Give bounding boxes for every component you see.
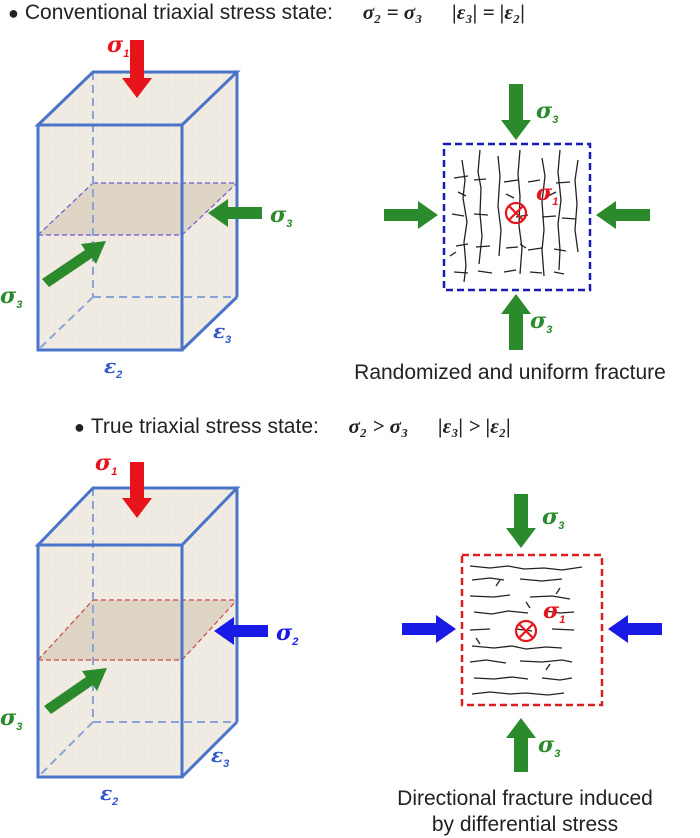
sigma3-label-left-2: σ3 bbox=[0, 705, 22, 733]
sigma3-side-arrow bbox=[208, 199, 262, 227]
bottom-caption-line2: by differential stress bbox=[431, 813, 619, 836]
directional-fractures bbox=[469, 565, 583, 696]
mid-plane bbox=[38, 183, 237, 235]
sigma3-top-arrow-2 bbox=[506, 494, 536, 548]
sigma3-bottom-arrow bbox=[501, 294, 531, 350]
cube-edges-2 bbox=[34, 486, 241, 779]
bottom-caption-line1: Directional fracture induced bbox=[397, 787, 653, 810]
random-fractures bbox=[449, 149, 579, 283]
sigma3-top-label-2: σ3 bbox=[542, 504, 564, 532]
sigma1-out-of-plane-icon-2 bbox=[514, 619, 538, 643]
true-triaxial-heading: ●True triaxial stress state: σ₂ > σ₃ |ε₃… bbox=[74, 414, 511, 438]
cube-edges bbox=[34, 70, 241, 352]
epsilon3-label-2: ε3 bbox=[211, 743, 229, 770]
sigma1-center-label: σ1 bbox=[536, 180, 558, 208]
sigma2-right-arrow bbox=[608, 615, 662, 643]
sigma1-arrow bbox=[122, 40, 152, 98]
sigma3-right-arrow bbox=[596, 201, 650, 229]
sigma3-left-arrow bbox=[384, 201, 438, 229]
sigma3-label-left: σ3 bbox=[0, 283, 22, 311]
epsilon2-label: ε2 bbox=[104, 354, 122, 381]
true-triaxial-strain-relation: |ε₃| > |ε₂| bbox=[437, 414, 511, 438]
conventional-heading-text: Conventional triaxial stress state: bbox=[24, 1, 334, 24]
mid-plane-2 bbox=[38, 600, 237, 660]
sigma3-label-right: σ3 bbox=[270, 202, 292, 230]
sigma1-out-of-plane-icon bbox=[504, 201, 528, 225]
epsilon3-label: ε3 bbox=[213, 319, 231, 346]
sigma1-center-label-2: σ1 bbox=[543, 598, 565, 626]
sigma1-arrow-2 bbox=[122, 462, 152, 518]
true-triaxial-stress-relation: σ₂ > σ₃ bbox=[348, 414, 409, 438]
epsilon2-label-2: ε2 bbox=[100, 781, 118, 808]
conventional-stress-relation: σ₂ = σ₃ bbox=[362, 0, 423, 24]
true-triaxial-cube bbox=[34, 462, 268, 779]
sigma3-bottom-arrow-2 bbox=[506, 718, 536, 772]
sigma3-front-arrow-2 bbox=[44, 668, 107, 714]
conventional-heading: ●Conventional triaxial stress state: σ₂ … bbox=[8, 0, 525, 24]
sigma2-label: σ2 bbox=[276, 620, 298, 648]
top-caption: Randomized and uniform fracture bbox=[354, 361, 666, 384]
sigma2-side-arrow bbox=[214, 617, 268, 645]
bottom-caption: Directional fracture induced by differen… bbox=[350, 786, 700, 838]
sigma3-front-arrow bbox=[42, 241, 106, 287]
sigma1-label: σ1 bbox=[107, 32, 129, 60]
directional-fracture-square bbox=[402, 494, 662, 772]
true-triaxial-heading-text: True triaxial stress state: bbox=[90, 415, 319, 438]
conventional-strain-relation: |ε₃| = |ε₂| bbox=[452, 0, 525, 24]
sigma2-left-arrow bbox=[402, 615, 456, 643]
sigma3-top-arrow bbox=[501, 84, 531, 140]
sigma1-label-2: σ1 bbox=[95, 450, 117, 478]
random-fracture-square bbox=[384, 84, 650, 350]
sigma3-top-label: σ3 bbox=[536, 98, 558, 126]
sigma3-bottom-label-2: σ3 bbox=[538, 732, 560, 760]
conventional-cube bbox=[34, 40, 262, 352]
sigma3-bottom-label: σ3 bbox=[530, 308, 552, 336]
